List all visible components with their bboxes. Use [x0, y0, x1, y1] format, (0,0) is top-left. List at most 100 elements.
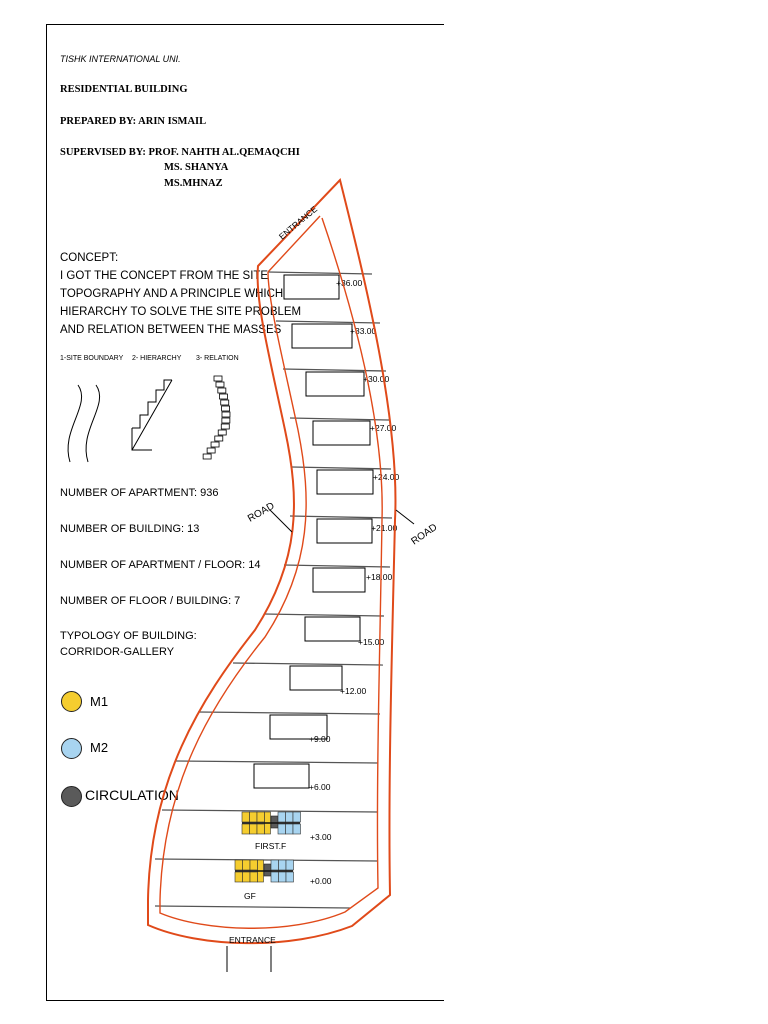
- unit-m1: [234, 871, 243, 883]
- terrace-line: [175, 760, 379, 764]
- supervisor-2: MS. SHANYA: [164, 162, 229, 173]
- relation-block: [217, 387, 227, 394]
- relation-block: [214, 435, 224, 442]
- level-label: +30.00: [363, 374, 390, 384]
- unit-m1: [256, 811, 265, 823]
- concept-line: I GOT THE CONCEPT FROM THE SITE: [60, 270, 269, 282]
- level-label: +12.00: [340, 686, 367, 696]
- legend-swatch-m2: [61, 738, 82, 759]
- unit-m1: [241, 823, 250, 835]
- unit-m1: [242, 859, 251, 871]
- building-block: [304, 616, 361, 642]
- unit-circulation: [270, 815, 279, 829]
- sheet-frame: [46, 24, 444, 1001]
- relation-block: [221, 417, 231, 424]
- relation-block: [220, 423, 230, 430]
- relation-block: [210, 441, 220, 448]
- unit-m1: [234, 859, 243, 871]
- floor-label-first: FIRST.F: [255, 841, 286, 851]
- building-block: [253, 763, 310, 789]
- sketch-label-site-boundary: 1-SITE BOUNDARY: [60, 355, 124, 362]
- level-label: +15.00: [358, 637, 385, 647]
- terrace-line: [267, 271, 373, 275]
- first-floor-units: [241, 811, 301, 835]
- project-title: RESIDENTIAL BUILDING: [60, 84, 188, 95]
- legend-swatch-circulation: [61, 786, 82, 807]
- terrace-line: [263, 613, 385, 617]
- building-blocks: [253, 274, 374, 789]
- concept-line: HIERARCHY TO SOLVE THE SITE PROBLEM: [60, 306, 302, 318]
- level-labels: +36.00 +33.00 +30.00 +27.00 +24.00 +21.00 +18.…: [309, 278, 400, 886]
- terrace-line: [197, 711, 381, 715]
- legend-label-circulation: CIRCULATION: [85, 787, 179, 803]
- concept-heading: CONCEPT:: [60, 252, 119, 264]
- relation-block: [202, 453, 212, 460]
- unit-m2: [278, 871, 287, 883]
- entrance-label-bottom: ENTRANCE: [229, 935, 276, 945]
- relation-block: [213, 375, 223, 382]
- building-block: [289, 665, 343, 691]
- building-block: [316, 518, 373, 544]
- terrace-line: [289, 515, 393, 519]
- unit-m2: [285, 859, 294, 871]
- unit-m2: [277, 811, 286, 823]
- road-leader-left: [269, 509, 293, 533]
- terrace-contour-lines: [154, 271, 393, 909]
- unit-m1: [249, 871, 258, 883]
- level-label: +33.00: [350, 326, 377, 336]
- typology-value: CORRIDOR-GALLERY: [60, 646, 175, 658]
- unit-m2: [270, 871, 279, 883]
- floor-label-ground: GF: [244, 891, 256, 901]
- prepared-by: PREPARED BY: ARIN ISMAIL: [60, 116, 207, 127]
- ground-floor-units: [234, 859, 294, 883]
- level-label: +6.00: [309, 782, 331, 792]
- terrace-line: [232, 662, 384, 666]
- unit-circulation: [263, 863, 272, 877]
- level-label: +18.00: [366, 572, 393, 582]
- concept-line: TOPOGRAPHY AND A PRINCIPLE WHICH IS: [60, 288, 298, 300]
- terrace-line: [291, 466, 392, 470]
- level-label: +36.00: [336, 278, 363, 288]
- terrace-line: [282, 368, 387, 372]
- site-boundary-curve-2: [85, 384, 101, 463]
- typology-heading: TYPOLOGY OF BUILDING:: [60, 630, 197, 642]
- building-block: [312, 420, 371, 446]
- supervisor-3: MS.MHNAZ: [164, 178, 223, 189]
- stat-floors-per-building: NUMBER OF FLOOR / BUILDING: 7: [60, 595, 241, 607]
- unit-m1: [249, 859, 258, 871]
- unit-m2: [285, 811, 294, 823]
- building-block: [316, 469, 374, 495]
- apartment-units: [234, 811, 301, 883]
- legend-label-m1: M1: [90, 694, 109, 709]
- relation-block: [219, 393, 228, 400]
- terrace-line: [154, 905, 351, 909]
- road-leader-right: [395, 509, 415, 525]
- level-label: +27.00: [370, 423, 397, 433]
- level-label: +24.00: [373, 472, 400, 482]
- university-name: TISHK INTERNATIONAL UNI.: [60, 54, 181, 64]
- unit-m1: [249, 823, 258, 835]
- site-boundary: [147, 177, 397, 945]
- concept-line: AND RELATION BETWEEN THE MASSES: [60, 324, 282, 336]
- terrace-line: [283, 564, 391, 568]
- stat-buildings: NUMBER OF BUILDING: 13: [60, 523, 200, 535]
- unit-m1: [256, 823, 265, 835]
- legend-swatch-m1: [61, 691, 82, 712]
- terrace-line: [154, 858, 379, 862]
- building-block: [269, 714, 328, 740]
- relation-block: [221, 411, 231, 418]
- level-label: +3.00: [310, 832, 332, 842]
- relation-block: [215, 381, 225, 388]
- relation-blocks-sketch: [202, 375, 231, 460]
- site-boundary-curve-1: [67, 384, 83, 463]
- unit-m1: [241, 811, 250, 823]
- stat-apartments-per-floor: NUMBER OF APARTMENT / FLOOR: 14: [60, 559, 261, 571]
- terrace-line: [275, 320, 381, 324]
- unit-m2: [277, 823, 286, 835]
- unit-m2: [278, 859, 287, 871]
- site-boundary-outer: [147, 177, 397, 945]
- level-label: +21.00: [371, 523, 398, 533]
